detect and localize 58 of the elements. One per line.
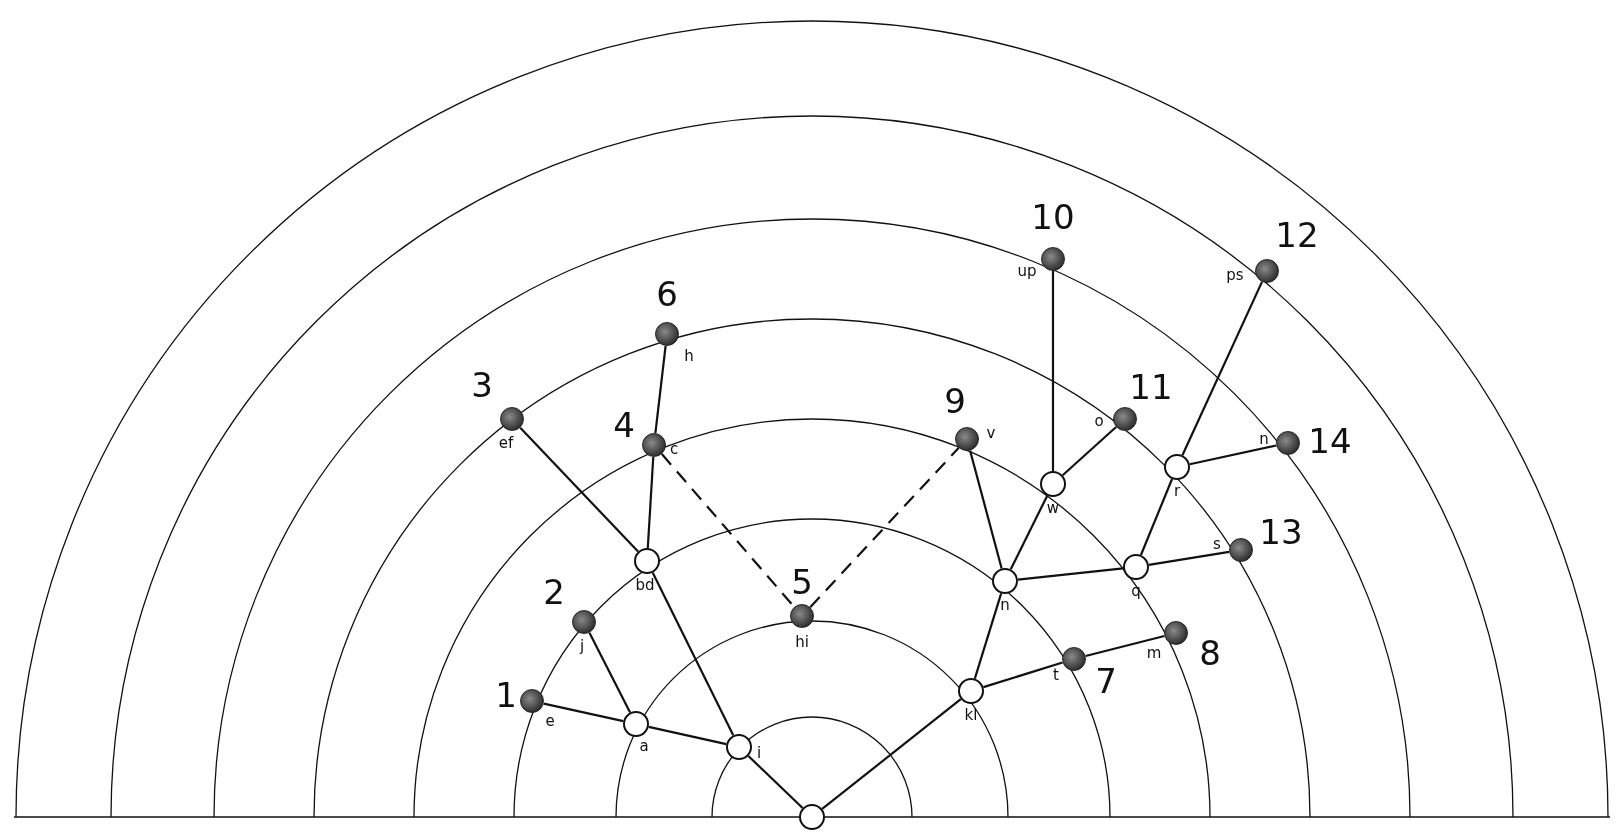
node-number: 1 xyxy=(495,678,517,712)
connector-line xyxy=(1085,634,1165,658)
node-letter: i xyxy=(756,745,762,761)
node-letter: kl xyxy=(964,707,978,723)
connector-line xyxy=(809,447,960,608)
node-number: 14 xyxy=(1308,424,1352,458)
node-letter: o xyxy=(1094,413,1104,429)
node-number: 13 xyxy=(1259,515,1303,549)
connector-line xyxy=(651,572,735,736)
connector-line xyxy=(648,725,727,746)
node-number: 9 xyxy=(944,384,966,418)
connector-line xyxy=(1061,426,1117,477)
connector-line xyxy=(1189,444,1277,466)
node-number: 3 xyxy=(471,368,493,402)
node-letter: n xyxy=(1259,431,1269,447)
node-number: 8 xyxy=(1199,636,1221,670)
connector-line xyxy=(747,755,804,809)
connector-line xyxy=(1181,281,1263,456)
node-letter: e xyxy=(545,713,555,729)
connector-line xyxy=(588,632,632,713)
node-letter: t xyxy=(1053,667,1059,683)
node-letter: j xyxy=(579,638,585,654)
node-letter: up xyxy=(1017,263,1037,279)
node-letter: m xyxy=(1146,645,1162,661)
node-letter: h xyxy=(684,348,694,364)
node-number: 5 xyxy=(791,565,813,599)
node-letter: hi xyxy=(795,634,809,650)
node-number: 7 xyxy=(1095,664,1117,698)
connector-line xyxy=(1139,478,1174,556)
node-letter: bd xyxy=(635,577,655,593)
connector-line xyxy=(1148,550,1230,566)
node-number: 6 xyxy=(656,277,678,311)
node-letter: ps xyxy=(1226,267,1244,283)
connector-line xyxy=(654,345,667,434)
connector-line xyxy=(543,702,624,723)
node-letter: w xyxy=(1046,500,1060,516)
node-number: 4 xyxy=(613,408,635,442)
node-letter: n xyxy=(1000,597,1010,613)
node-letter: a xyxy=(639,738,649,754)
node-letter: ef xyxy=(498,435,514,451)
node-letter: s xyxy=(1213,536,1221,552)
connector-line xyxy=(821,698,962,810)
node-number: 10 xyxy=(1031,200,1075,234)
connector-line xyxy=(646,456,655,549)
node-number: 2 xyxy=(543,575,565,609)
connector-line xyxy=(1051,271,1055,471)
connector-line xyxy=(969,450,1003,569)
connector-line xyxy=(983,661,1063,689)
node-number: 12 xyxy=(1275,218,1319,252)
node-letter: v xyxy=(986,425,996,441)
connector-line xyxy=(519,426,639,553)
connector-line xyxy=(1017,567,1124,581)
connector-line xyxy=(973,593,1003,679)
connector-line xyxy=(1009,495,1049,570)
node-letter: q xyxy=(1131,583,1141,599)
node-number: 11 xyxy=(1129,370,1173,404)
node-letter: c xyxy=(669,441,679,457)
node-letter: r xyxy=(1173,483,1181,499)
